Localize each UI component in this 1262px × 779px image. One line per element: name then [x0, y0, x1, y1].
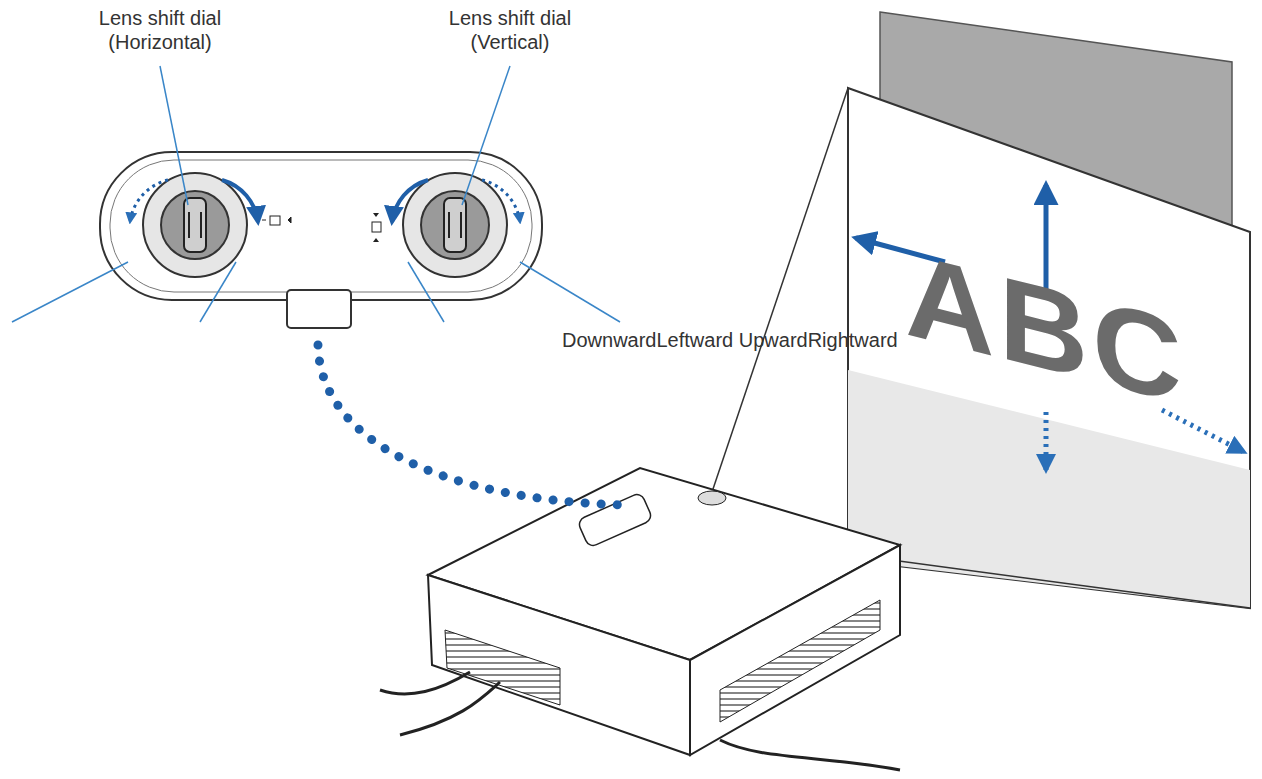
- lens-shift-panel: [100, 152, 542, 328]
- dial-label: Lens shift dial (Horizontal): [80, 6, 240, 54]
- front-screen: [848, 88, 1250, 608]
- direction-labels: DownwardLeftward UpwardRightward: [562, 328, 898, 352]
- projector: [380, 468, 900, 770]
- screen-shade: [848, 370, 1250, 608]
- dial-label: Lens shift dial (Vertical): [430, 6, 590, 54]
